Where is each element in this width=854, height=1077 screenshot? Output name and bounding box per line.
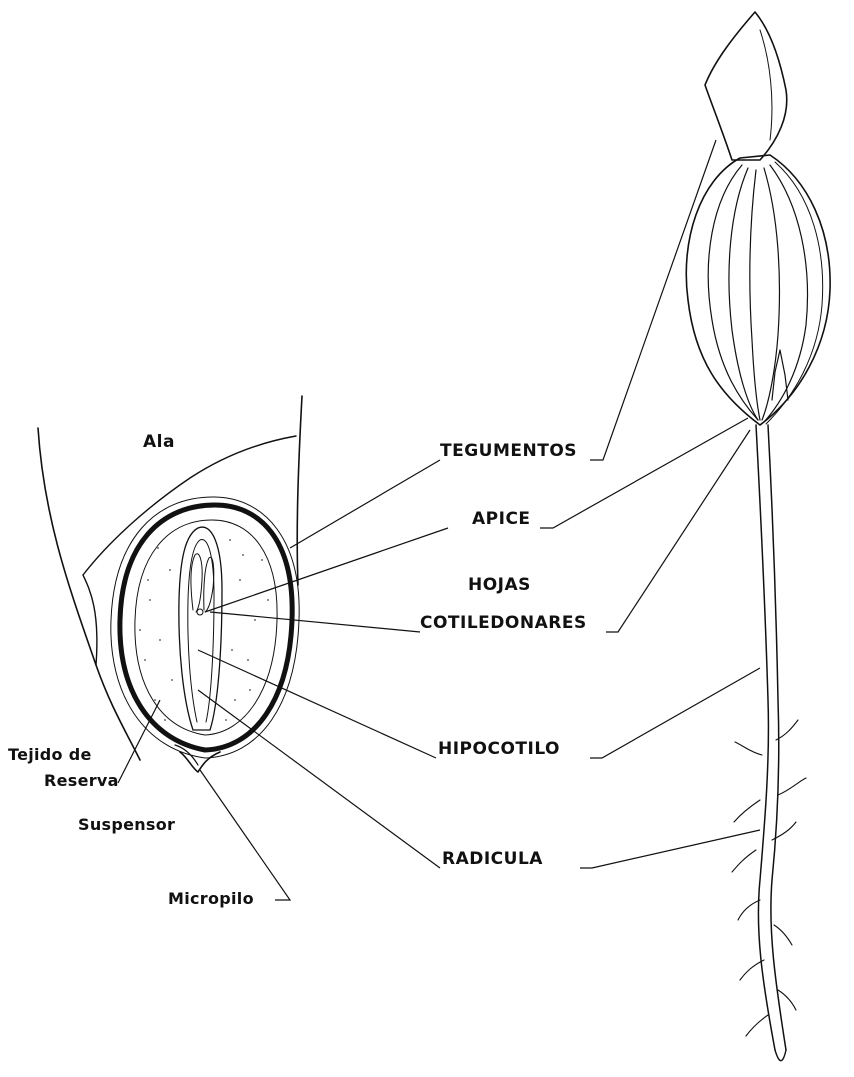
label-tejido-de: Tejido de [8,745,92,764]
cotyledon-bundle-outer [686,155,830,425]
seedling-apex [772,350,788,400]
root-tip [775,1050,786,1061]
leader-apice [205,528,448,612]
label-cotiledonares: COTILEDONARES [420,613,587,633]
seed-stippling [139,539,269,721]
label-apice: APICE [472,509,531,529]
seed-wing-top-edge [83,575,97,665]
label-micropilo: Micropilo [168,889,254,908]
root-hairs [732,720,806,1036]
leader-radicula-right [580,830,760,868]
cotyledon-leaf-6 [766,162,823,424]
seed-coat-cap-edge [760,30,772,140]
seed-wing-right-edge [297,396,302,585]
label-tegumentos: TEGUMENTOS [440,441,577,461]
leader-cotiledonares-right [606,430,750,632]
cotyledon-leaf-2 [729,168,758,420]
leader-tegumentos [290,460,440,548]
label-reserva: Reserva [44,771,119,790]
cotyledon-leaf-3 [750,170,760,420]
micropyle-tip [180,752,220,772]
reserve-tissue-boundary [135,520,277,735]
leader-apice-right [540,418,748,528]
seedling [686,12,830,1061]
seed-coat-cap [705,12,787,160]
cotyledon-leaf-4 [762,168,779,420]
leader-radicula [198,690,440,868]
label-hojas: HOJAS [468,575,531,595]
leader-tegumentos-right [590,140,716,460]
leader-cotiledonares [210,612,420,632]
label-ala: Ala [143,432,175,452]
seed-cross-section [38,396,302,772]
label-radicula: RADICULA [442,849,543,869]
embryo-apex [197,609,203,615]
cotyledon-left [191,554,202,612]
label-suspensor: Suspensor [78,815,175,834]
leader-hipocotilo-right [590,668,760,758]
leader-reserva [118,700,160,783]
leader-micropilo [200,770,290,900]
hypocotyl-right [768,425,786,1050]
seed-outer-membrane [111,497,299,758]
label-hipocotilo: HIPOCOTILO [438,739,560,759]
